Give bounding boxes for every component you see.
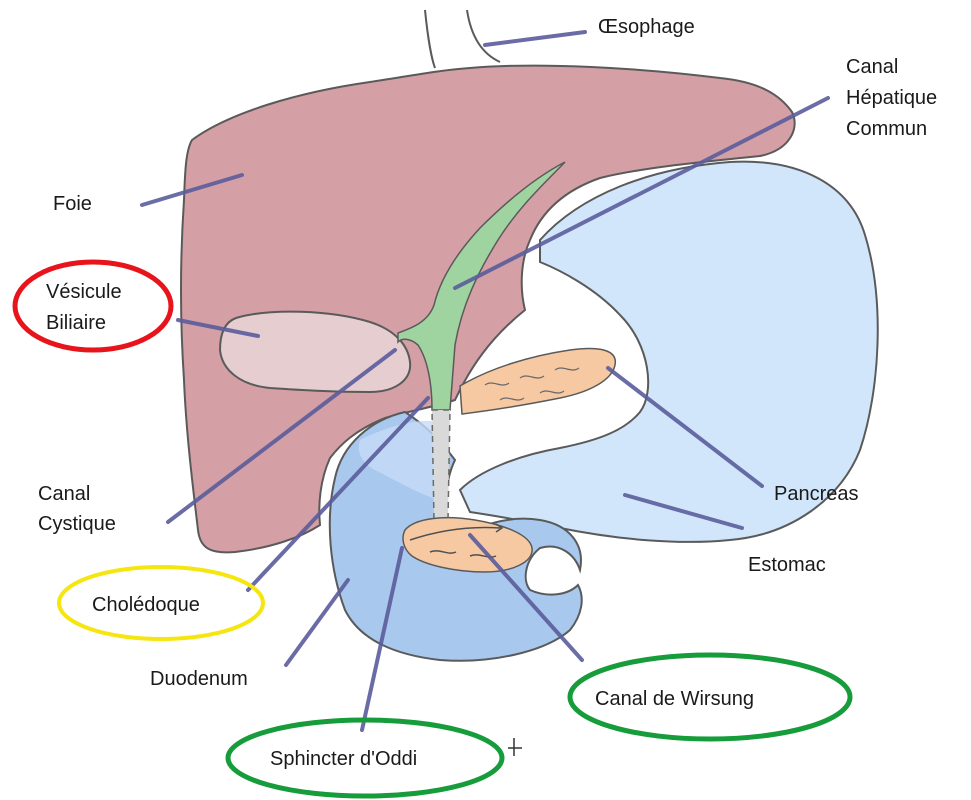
label-canal-cystique-line1: Canal [38,483,90,505]
oesophagus [425,10,500,68]
label-pancreas: Pancreas [774,483,859,505]
label-canal-hepatique-line3: Commun [846,118,927,140]
label-vesicule-line2: Biliaire [46,312,106,334]
label-canal-wirsung: Canal de Wirsung [595,688,754,710]
label-choledoque: Cholédoque [92,594,200,616]
cross-mark [508,738,522,756]
leader-oesophage [485,32,585,45]
label-sphincter: Sphincter d'Oddi [270,748,417,770]
pancreas [460,349,615,414]
leader-duodenum [286,580,348,665]
label-canal-cystique-line2: Cystique [38,513,116,535]
label-canal-hepatique-line1: Canal [846,56,898,78]
label-oesophage: Œsophage [598,16,695,38]
choledoque-dashed [432,410,450,520]
circle-vesicule [15,262,171,350]
label-canal-hepatique-line2: Hépatique [846,87,937,109]
label-estomac: Estomac [748,554,826,576]
label-vesicule-line1: Vésicule [46,281,122,303]
label-foie: Foie [53,193,92,215]
label-duodenum: Duodenum [150,668,248,690]
